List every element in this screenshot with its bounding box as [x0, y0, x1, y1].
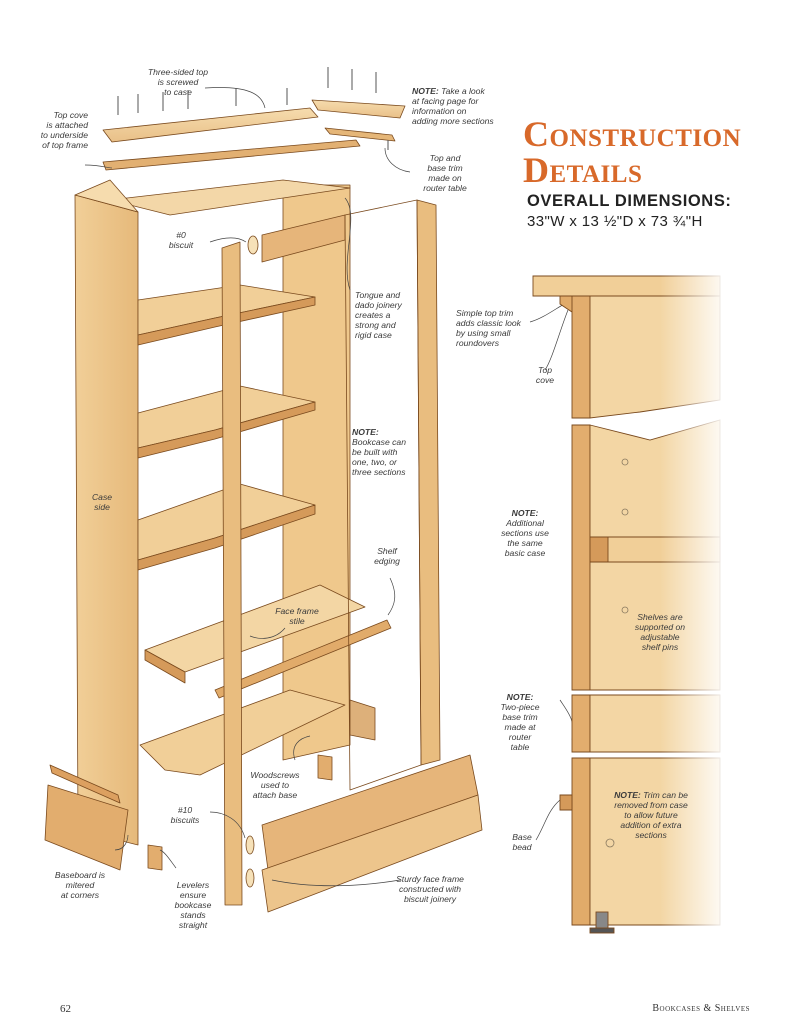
bottom-shelf: [139, 689, 346, 776]
baseboard-left: [44, 784, 129, 871]
title-line-2: Details: [523, 150, 643, 190]
note-text: Take a look at facing page for informati…: [412, 86, 494, 126]
callout-case-side: Case side: [91, 492, 113, 512]
callout-note-two-piece: NOTE: Two-piece base trim made at router…: [494, 692, 546, 752]
case-back-side: [282, 184, 351, 761]
callout-baseboard: Baseboard is mitered at corners: [54, 870, 106, 900]
note-label: NOTE:: [614, 790, 641, 800]
top-frame-side: [311, 99, 406, 119]
note-label: NOTE:: [506, 692, 534, 702]
top-frame-front: [102, 107, 319, 143]
running-footer: Bookcases & Shelves: [652, 1003, 750, 1014]
section-shelf-edge: [589, 536, 609, 563]
callout-shelf-edging: Shelf edging: [374, 546, 400, 566]
callout-three-sided-top: Three-sided top is screwed to case: [147, 67, 209, 97]
callout-levelers: Levelers ensure bookcase stands straight: [174, 880, 212, 930]
note-label: NOTE:: [412, 86, 439, 96]
callout-tongue-dado: Tongue and dado joinery creates a strong…: [355, 290, 402, 340]
shelf-edging-strip: [214, 619, 392, 699]
section-side-mid: [571, 424, 591, 691]
section-base-trim: [571, 757, 591, 926]
baseboard-left-strip: [49, 764, 121, 804]
callout-simple-top-trim: Simple top trim adds classic look by usi…: [456, 308, 521, 348]
callout-shelves-pins: Shelves are supported on adjustable shel…: [634, 612, 686, 652]
overall-dimensions-heading: OVERALL DIMENSIONS:: [527, 192, 732, 210]
callout-top-cove-left: Top cove is attached to underside of top…: [40, 110, 88, 150]
base-side-block: [349, 699, 376, 741]
leveler-block-2: [317, 754, 333, 781]
note-label: NOTE:: [511, 508, 539, 518]
section-title: Construction Details: [523, 116, 741, 188]
page-number: 62: [60, 1003, 71, 1015]
callout-note-facing-page: NOTE: Take a look at facing page for inf…: [412, 86, 522, 126]
biscuit-10-a: [245, 835, 255, 855]
note-text: Trim can be removed from case to allow f…: [614, 790, 688, 840]
title-line-1: Construction: [523, 114, 742, 154]
leveler-foot: [595, 911, 609, 931]
leveler-pad: [589, 927, 615, 934]
section-base-bead: [559, 794, 573, 811]
callout-base-bead: Base bead: [512, 832, 532, 852]
note-text: Additional sections use the same basic c…: [501, 518, 549, 558]
callout-sturdy-face-frame: Sturdy face frame constructed with biscu…: [396, 874, 464, 904]
biscuit-10-b: [245, 868, 255, 888]
top-cove-strip: [102, 139, 361, 171]
callout-top-base-trim: Top and base trim made on router table: [423, 153, 467, 193]
callout-face-frame-stile: Face frame stile: [275, 606, 319, 626]
section-side-upper: [571, 295, 591, 419]
callout-woodscrews: Woodscrews used to attach base: [250, 770, 300, 800]
base-lower-board: [261, 794, 483, 913]
shelf-4-edge: [144, 649, 186, 684]
top-trim-piece: [324, 127, 396, 142]
callout-biscuit-0: #0 biscuit: [168, 230, 194, 250]
face-frame-stile-left: [221, 241, 243, 906]
note-label: NOTE:: [352, 427, 379, 437]
callout-note-additional: NOTE: Additional sections use the same b…: [490, 508, 560, 558]
note-text: Bookcase can be built with one, two, or …: [352, 437, 406, 477]
overall-dimensions-value: 33"W x 13 ½"D x 73 ¾"H: [527, 213, 703, 230]
biscuit-0: [247, 235, 259, 255]
callout-biscuits-10: #10 biscuits: [170, 805, 200, 825]
case-side-panel-front: [74, 194, 139, 846]
case-top-panel: [109, 179, 351, 216]
note-text: Two-piece base trim made at router table: [500, 702, 540, 752]
callout-top-cove-right: Top cove: [535, 365, 555, 385]
leveler-block: [147, 844, 163, 871]
case-side-panel-edge: [74, 179, 139, 213]
callout-note-trim: NOTE: Trim can be removed from case to a…: [598, 790, 704, 840]
section-side-lower: [571, 694, 591, 753]
callout-note-sections: NOTE: Bookcase can be built with one, tw…: [352, 427, 432, 477]
face-frame-stile-right-face: [344, 199, 422, 791]
